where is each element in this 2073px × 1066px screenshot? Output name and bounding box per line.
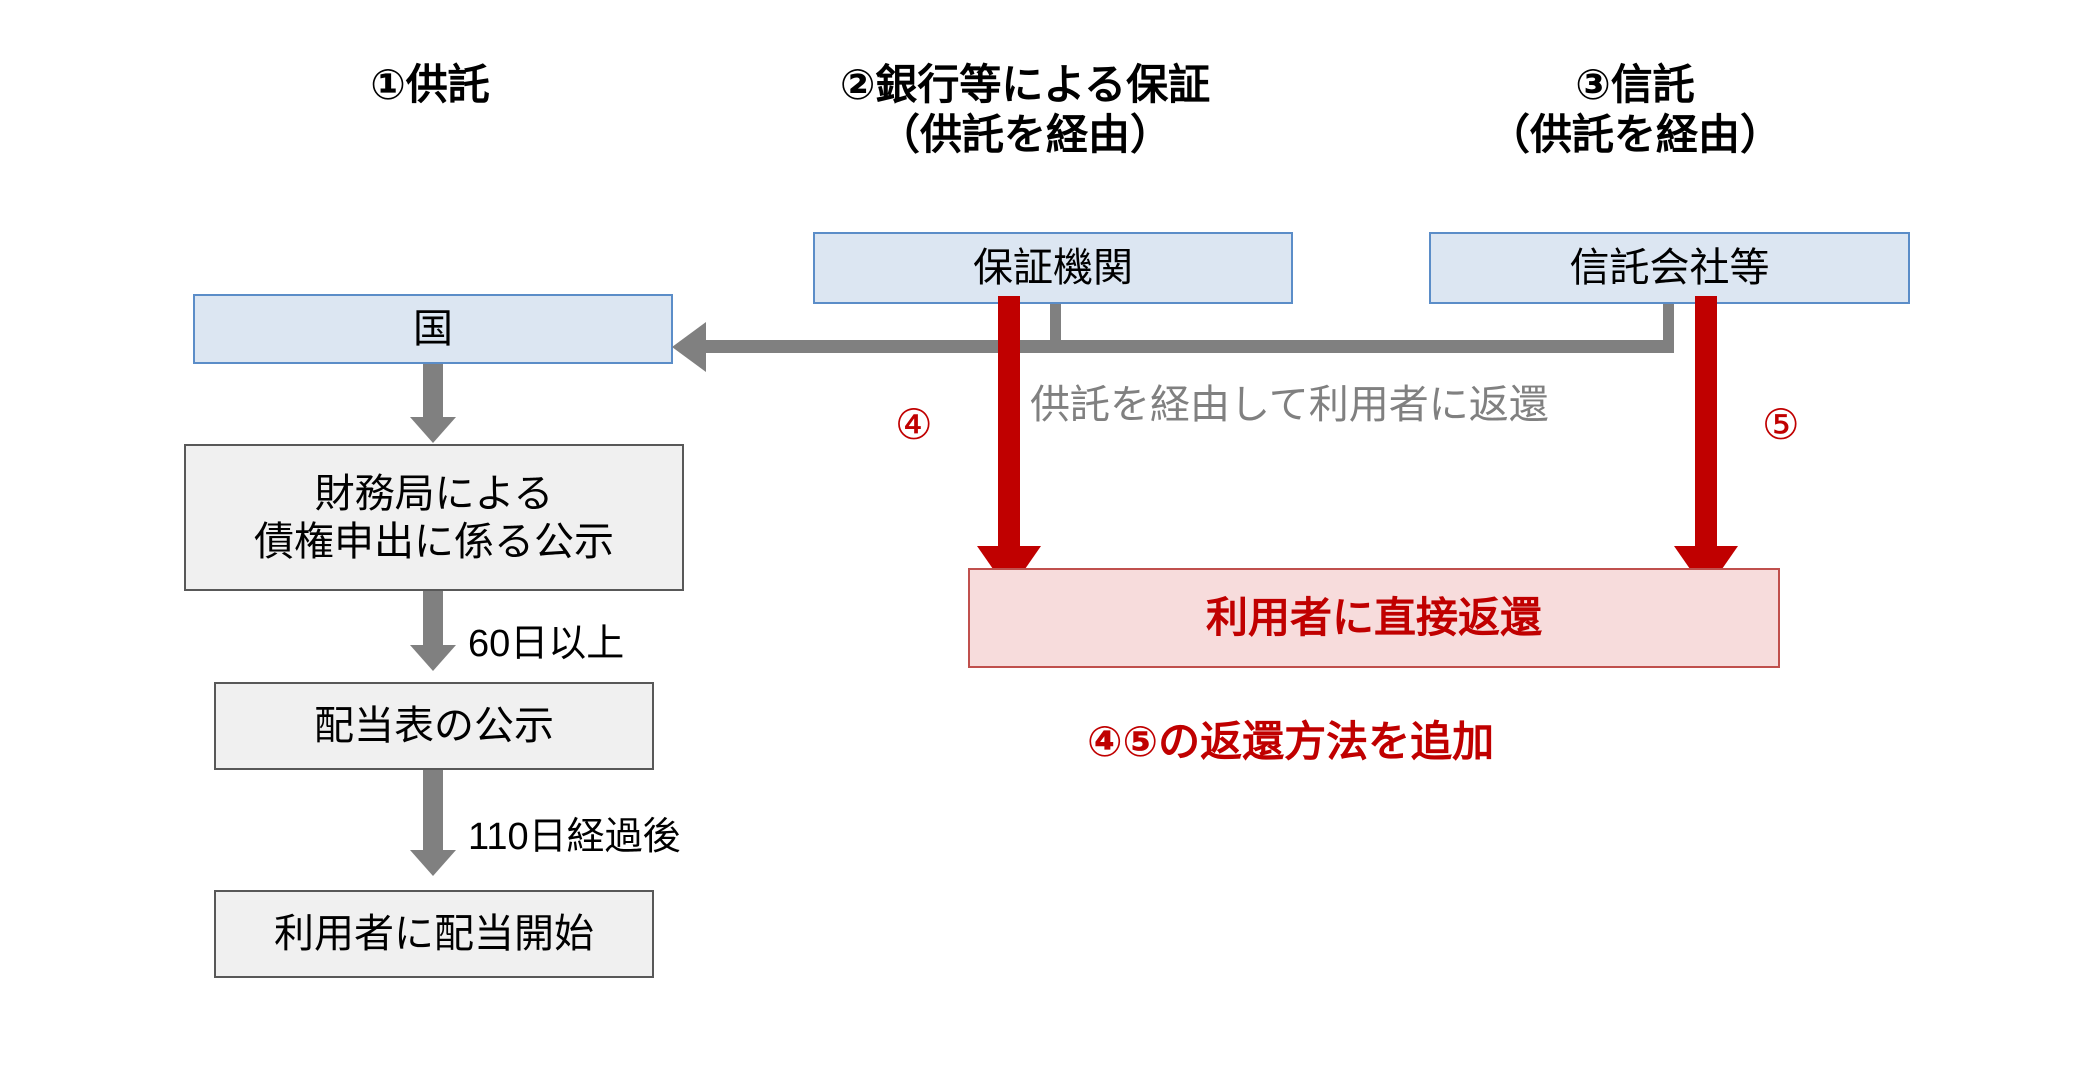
arrow-table-to-start-head <box>410 850 456 876</box>
box-start-distribution[interactable]: 利用者に配当開始 <box>214 890 654 978</box>
arrow-table-to-start-shaft <box>423 770 443 852</box>
box-finance-bureau-notice[interactable]: 財務局による 債権申出に係る公示 <box>184 444 684 591</box>
gray-return-arrowhead <box>672 322 706 372</box>
note-return-via-deposit: 供託を経由して利用者に返還 <box>1030 383 1549 427</box>
gray-connector-trust-stub <box>1663 304 1674 350</box>
gray-return-line <box>706 340 1674 353</box>
arrow-bureau-to-table-head <box>410 645 456 671</box>
arrow-bureau-to-table-shaft <box>423 591 443 647</box>
box-distribution-table-notice[interactable]: 配当表の公示 <box>214 682 654 770</box>
arrow-country-to-bureau-shaft <box>423 364 443 419</box>
note-added-return-methods: ④⑤の返還方法を追加 <box>1087 718 1495 765</box>
box-guarantee-institution[interactable]: 保証機関 <box>813 232 1293 304</box>
red-arrow-4-shaft <box>998 296 1020 548</box>
marker-5: ⑤ <box>1762 401 1800 448</box>
box-country[interactable]: 国 <box>193 294 673 364</box>
label-after-110-days: 110日経過後 <box>468 816 681 858</box>
heading-bank-guarantee: ②銀行等による保証 （供託を経由） <box>839 61 1211 158</box>
gray-connector-guarantee-stub <box>1050 304 1061 350</box>
marker-4: ④ <box>895 401 933 448</box>
arrow-country-to-bureau-head <box>410 417 456 443</box>
heading-deposit: ①供託 <box>370 61 490 108</box>
label-over-60-days: 60日以上 <box>468 623 625 665</box>
box-direct-return[interactable]: 利用者に直接返還 <box>968 568 1780 668</box>
red-arrow-5-shaft <box>1695 296 1717 548</box>
heading-trust: ③信託 （供託を経由） <box>1487 61 1782 158</box>
box-trust-company[interactable]: 信託会社等 <box>1429 232 1910 304</box>
